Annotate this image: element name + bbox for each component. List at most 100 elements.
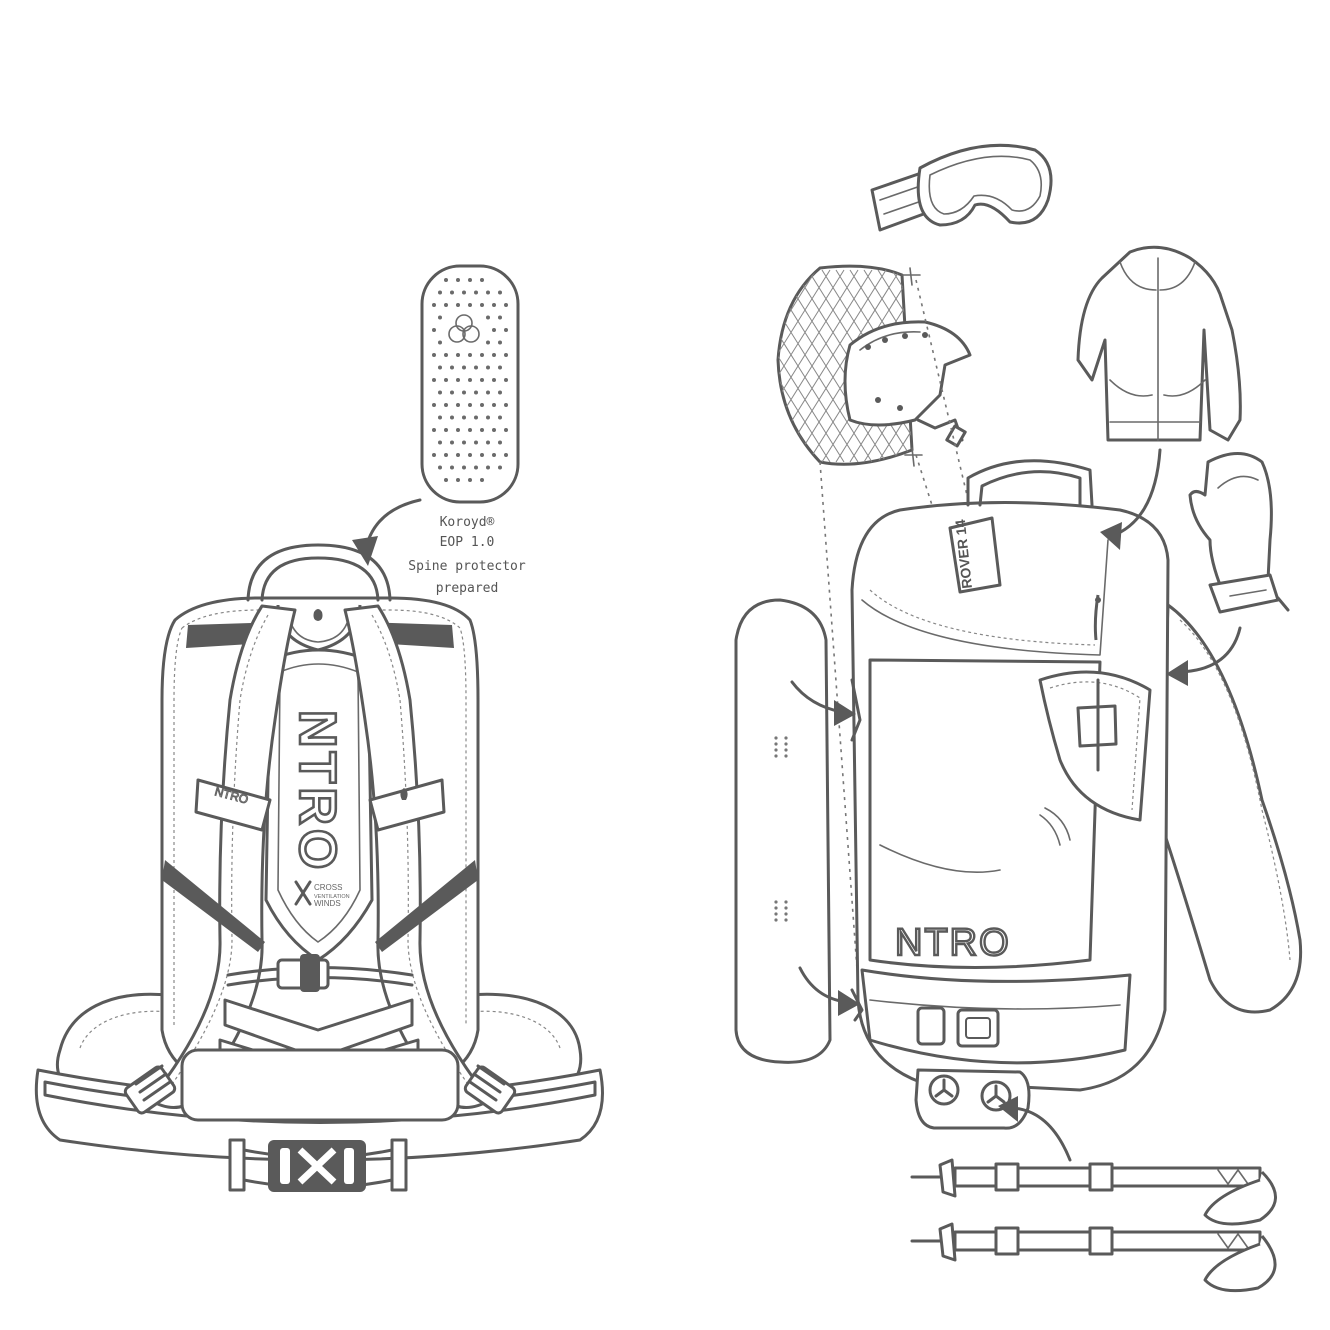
pad-dot xyxy=(456,278,460,282)
pad-dot xyxy=(432,378,436,382)
pad-dot xyxy=(474,365,478,370)
grid-line xyxy=(778,269,845,463)
backpack-back-view: NTRO CROSS VENTILATION WINDS NTRO xyxy=(34,543,604,1192)
grid-line xyxy=(778,269,873,463)
pad-dot xyxy=(468,478,472,482)
back-logo: NTRO xyxy=(288,710,346,873)
pad-dot xyxy=(486,365,490,370)
pad-dot xyxy=(444,303,448,307)
pad-dot xyxy=(444,278,448,282)
front-logo: NTRO xyxy=(895,922,1011,964)
pad-dot xyxy=(438,365,442,370)
pad-dot xyxy=(474,415,478,420)
pad-dot xyxy=(498,390,502,395)
pad-dot xyxy=(480,453,484,457)
pad-dot xyxy=(444,403,448,407)
pad-dot xyxy=(438,465,442,470)
grid-line xyxy=(640,270,760,462)
pad-dot xyxy=(462,465,466,470)
pad-dot xyxy=(444,353,448,357)
mitten-icon xyxy=(1188,452,1290,614)
pad-dot xyxy=(450,465,454,470)
snowboard-icon xyxy=(734,598,832,1064)
jacket-icon xyxy=(1076,245,1242,442)
pad-dot xyxy=(450,440,454,445)
grid-line xyxy=(778,269,831,463)
hip-buckle-icon xyxy=(268,1140,366,1192)
pad-dot xyxy=(456,403,460,407)
callout-line-2: EOP 1.0 xyxy=(440,535,495,550)
grid-line xyxy=(863,269,912,463)
pad-dot xyxy=(504,453,508,457)
pad-dot xyxy=(492,453,496,457)
pad-dot xyxy=(486,290,490,295)
pad-dot xyxy=(444,378,448,382)
pad-dot xyxy=(450,290,454,295)
pad-dot xyxy=(480,303,484,307)
pad-dot xyxy=(492,303,496,307)
pad-dot xyxy=(498,465,502,470)
pad-dot xyxy=(486,440,490,445)
pad-dot xyxy=(468,353,472,357)
pad-dot xyxy=(450,365,454,370)
pad-dot xyxy=(498,290,502,295)
pad-dot xyxy=(468,428,472,432)
koroyd-logo xyxy=(448,314,480,343)
grid-line xyxy=(877,269,912,463)
pad-dot xyxy=(504,428,508,432)
pad-dot xyxy=(444,428,448,432)
pad-dot xyxy=(432,428,436,432)
pad-dot xyxy=(438,390,442,395)
pad-dot xyxy=(456,353,460,357)
pad-dot xyxy=(480,403,484,407)
vent-line-1: CROSS xyxy=(314,883,342,892)
pad-dot xyxy=(486,340,490,345)
ski-pole-icon xyxy=(910,1158,1277,1293)
pad-dot xyxy=(474,390,478,395)
pad-dot xyxy=(498,315,502,320)
pad-dot xyxy=(438,415,442,420)
pad-dot xyxy=(438,290,442,295)
grid-line xyxy=(778,269,789,463)
cross-ventilation-logo: CROSS VENTILATION WINDS xyxy=(294,880,350,908)
pad-dot xyxy=(504,303,508,307)
pad-dot xyxy=(468,303,472,307)
pad-dot xyxy=(480,478,484,482)
pad-dot xyxy=(486,315,490,320)
pad-dot xyxy=(498,440,502,445)
model-tag-label: ROVER 14 xyxy=(952,519,975,590)
sternum-buckle-icon xyxy=(276,954,330,992)
pad-dot xyxy=(456,303,460,307)
grid-line xyxy=(598,270,718,462)
pad-dot xyxy=(432,353,436,357)
pad-dot xyxy=(468,453,472,457)
vent-line-3: WINDS xyxy=(314,899,341,908)
callout-line-1: Koroyd® xyxy=(440,515,495,530)
pad-dot xyxy=(432,303,436,307)
grid-line xyxy=(778,269,789,463)
pad-dot xyxy=(462,390,466,395)
pad-dot xyxy=(468,403,472,407)
grid-line xyxy=(778,269,817,463)
callout-line-4: prepared xyxy=(436,581,499,596)
pad-dot xyxy=(450,415,454,420)
grid-line xyxy=(654,270,774,462)
pad-dot xyxy=(444,478,448,482)
koroyd-front-pad-icon xyxy=(914,1068,1031,1130)
grid-line xyxy=(778,269,831,463)
goggles-icon xyxy=(870,143,1053,232)
feature-arrows xyxy=(790,448,1242,1162)
pad-dot xyxy=(492,378,496,382)
pad-dot xyxy=(456,453,460,457)
pad-dot xyxy=(462,365,466,370)
model-tag: ROVER 14 xyxy=(948,516,1002,594)
pad-dot xyxy=(450,390,454,395)
pad-dot xyxy=(432,453,436,457)
pad-dot xyxy=(480,353,484,357)
grid-line xyxy=(640,270,760,462)
pad-dot xyxy=(432,328,436,332)
pad-dot xyxy=(462,415,466,420)
pad-dot xyxy=(462,440,466,445)
grid-line xyxy=(877,269,912,463)
